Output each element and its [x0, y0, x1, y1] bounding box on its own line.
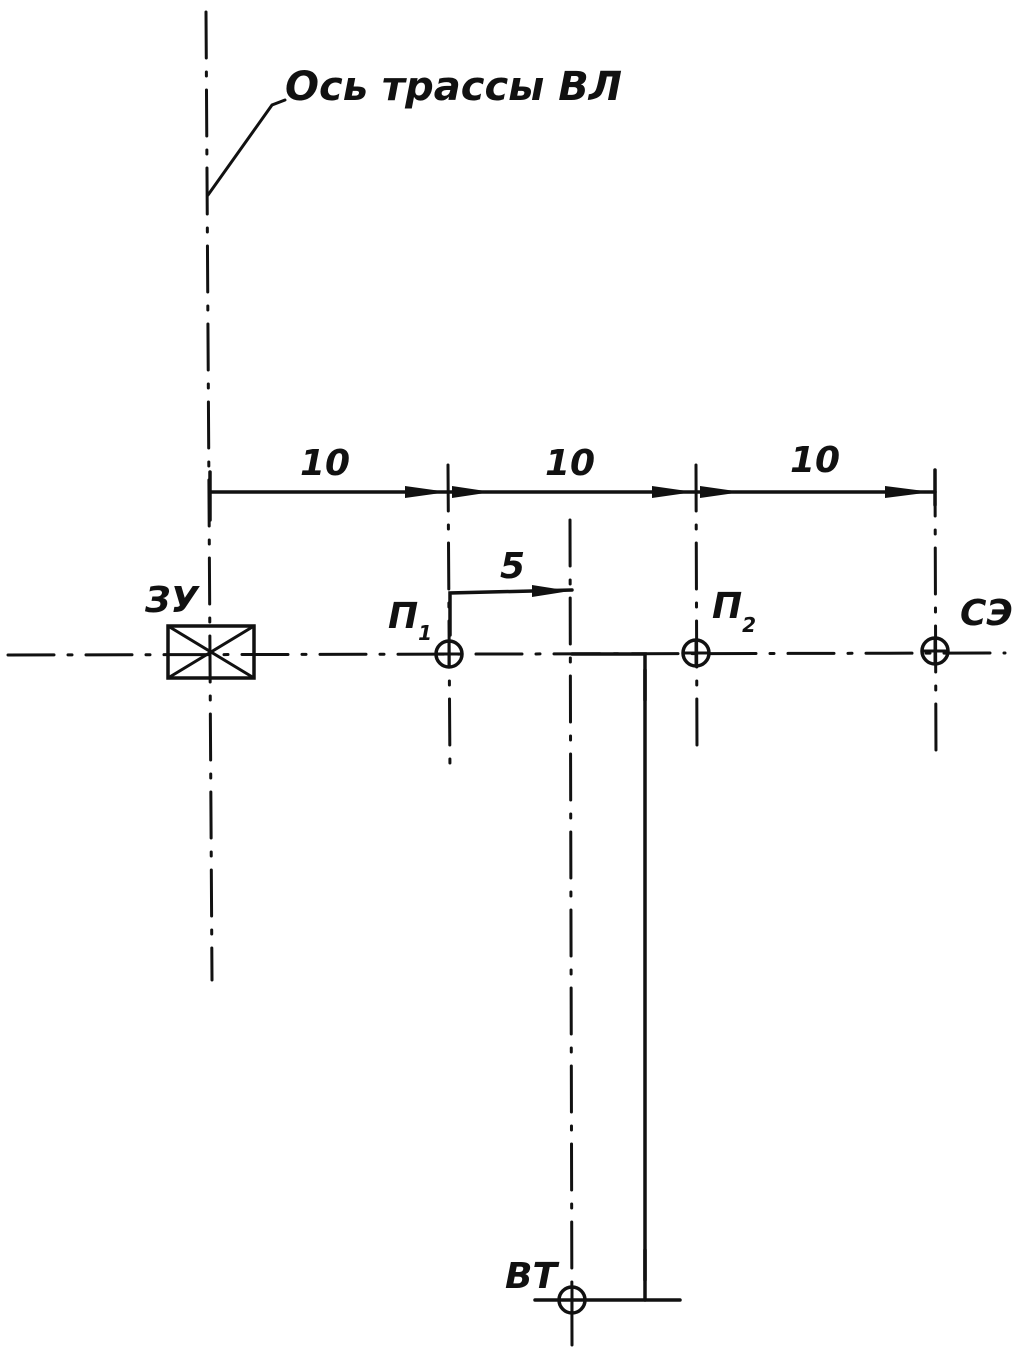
probe2-axis-line: [694, 463, 699, 754]
stationary-electrode-label: СЭ: [960, 593, 1013, 634]
dimension-arrow-3: [652, 486, 694, 498]
dimension-arrow-4: [700, 486, 742, 498]
test-lead-line: [570, 652, 647, 1302]
electrode-axis-line: [933, 468, 938, 762]
dimension-arrow-2: [452, 486, 492, 498]
center-axis-line: [568, 518, 574, 1347]
dimension-arrow-1: [405, 486, 448, 498]
horizontal-axis-line: [6, 651, 1007, 657]
half-span-arrow: [532, 585, 570, 597]
probe2-symbol: [681, 638, 711, 668]
dimension-arrow-5: [885, 486, 932, 498]
dimension-label-3: 10: [790, 440, 840, 481]
axis-label-leader: [206, 98, 287, 197]
dimension-label-1: 10: [300, 443, 350, 484]
grounding-device-label: ЗУ: [144, 580, 201, 621]
grounding-device-symbol: [166, 624, 256, 680]
probe2-label: П2: [712, 586, 756, 637]
axis-title-label: Ось трассы ВЛ: [285, 64, 622, 110]
dimension-label-4: 5: [500, 546, 525, 587]
half-span-dimension-line: [448, 588, 574, 637]
stationary-electrode-symbol: [920, 636, 950, 666]
test-point-symbol: [533, 1285, 682, 1315]
probe1-label: П1: [388, 596, 432, 645]
test-point-label: ВТ: [505, 1256, 559, 1297]
dimension-label-2: 10: [545, 443, 595, 484]
probe1-symbol: [434, 639, 464, 669]
